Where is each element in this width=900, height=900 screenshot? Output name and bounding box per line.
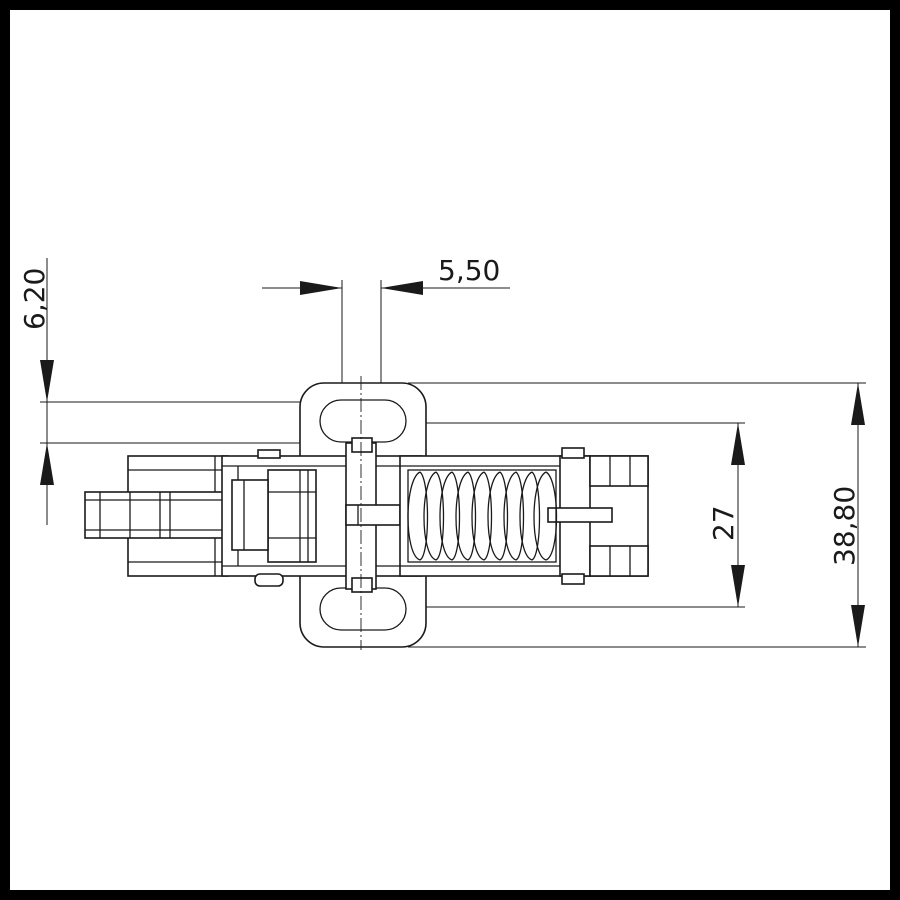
dimension-slot-spacing: 27	[378, 422, 745, 608]
arrow-up-head	[731, 423, 745, 465]
arrow-down-head	[851, 605, 865, 647]
arrow-down-head	[40, 360, 54, 402]
arrow-up-head	[851, 383, 865, 425]
arrow-up-head	[40, 443, 54, 485]
dimension-text-top-width: 5,50	[438, 254, 500, 287]
dimension-top-width: 5,50	[262, 254, 510, 383]
dimension-left-height: 6,20	[18, 258, 302, 525]
arrow-down-head	[731, 565, 745, 607]
dimension-text-slot-spacing: 27	[707, 505, 740, 541]
arrow-right-head	[300, 281, 342, 295]
dimension-text-overall-height: 38,80	[828, 486, 861, 566]
dimension-overall-height: 38,80	[408, 382, 866, 648]
coil-spring	[407, 469, 558, 563]
dimension-text-left-height: 6,20	[18, 268, 51, 330]
arrow-left-head	[381, 281, 423, 295]
